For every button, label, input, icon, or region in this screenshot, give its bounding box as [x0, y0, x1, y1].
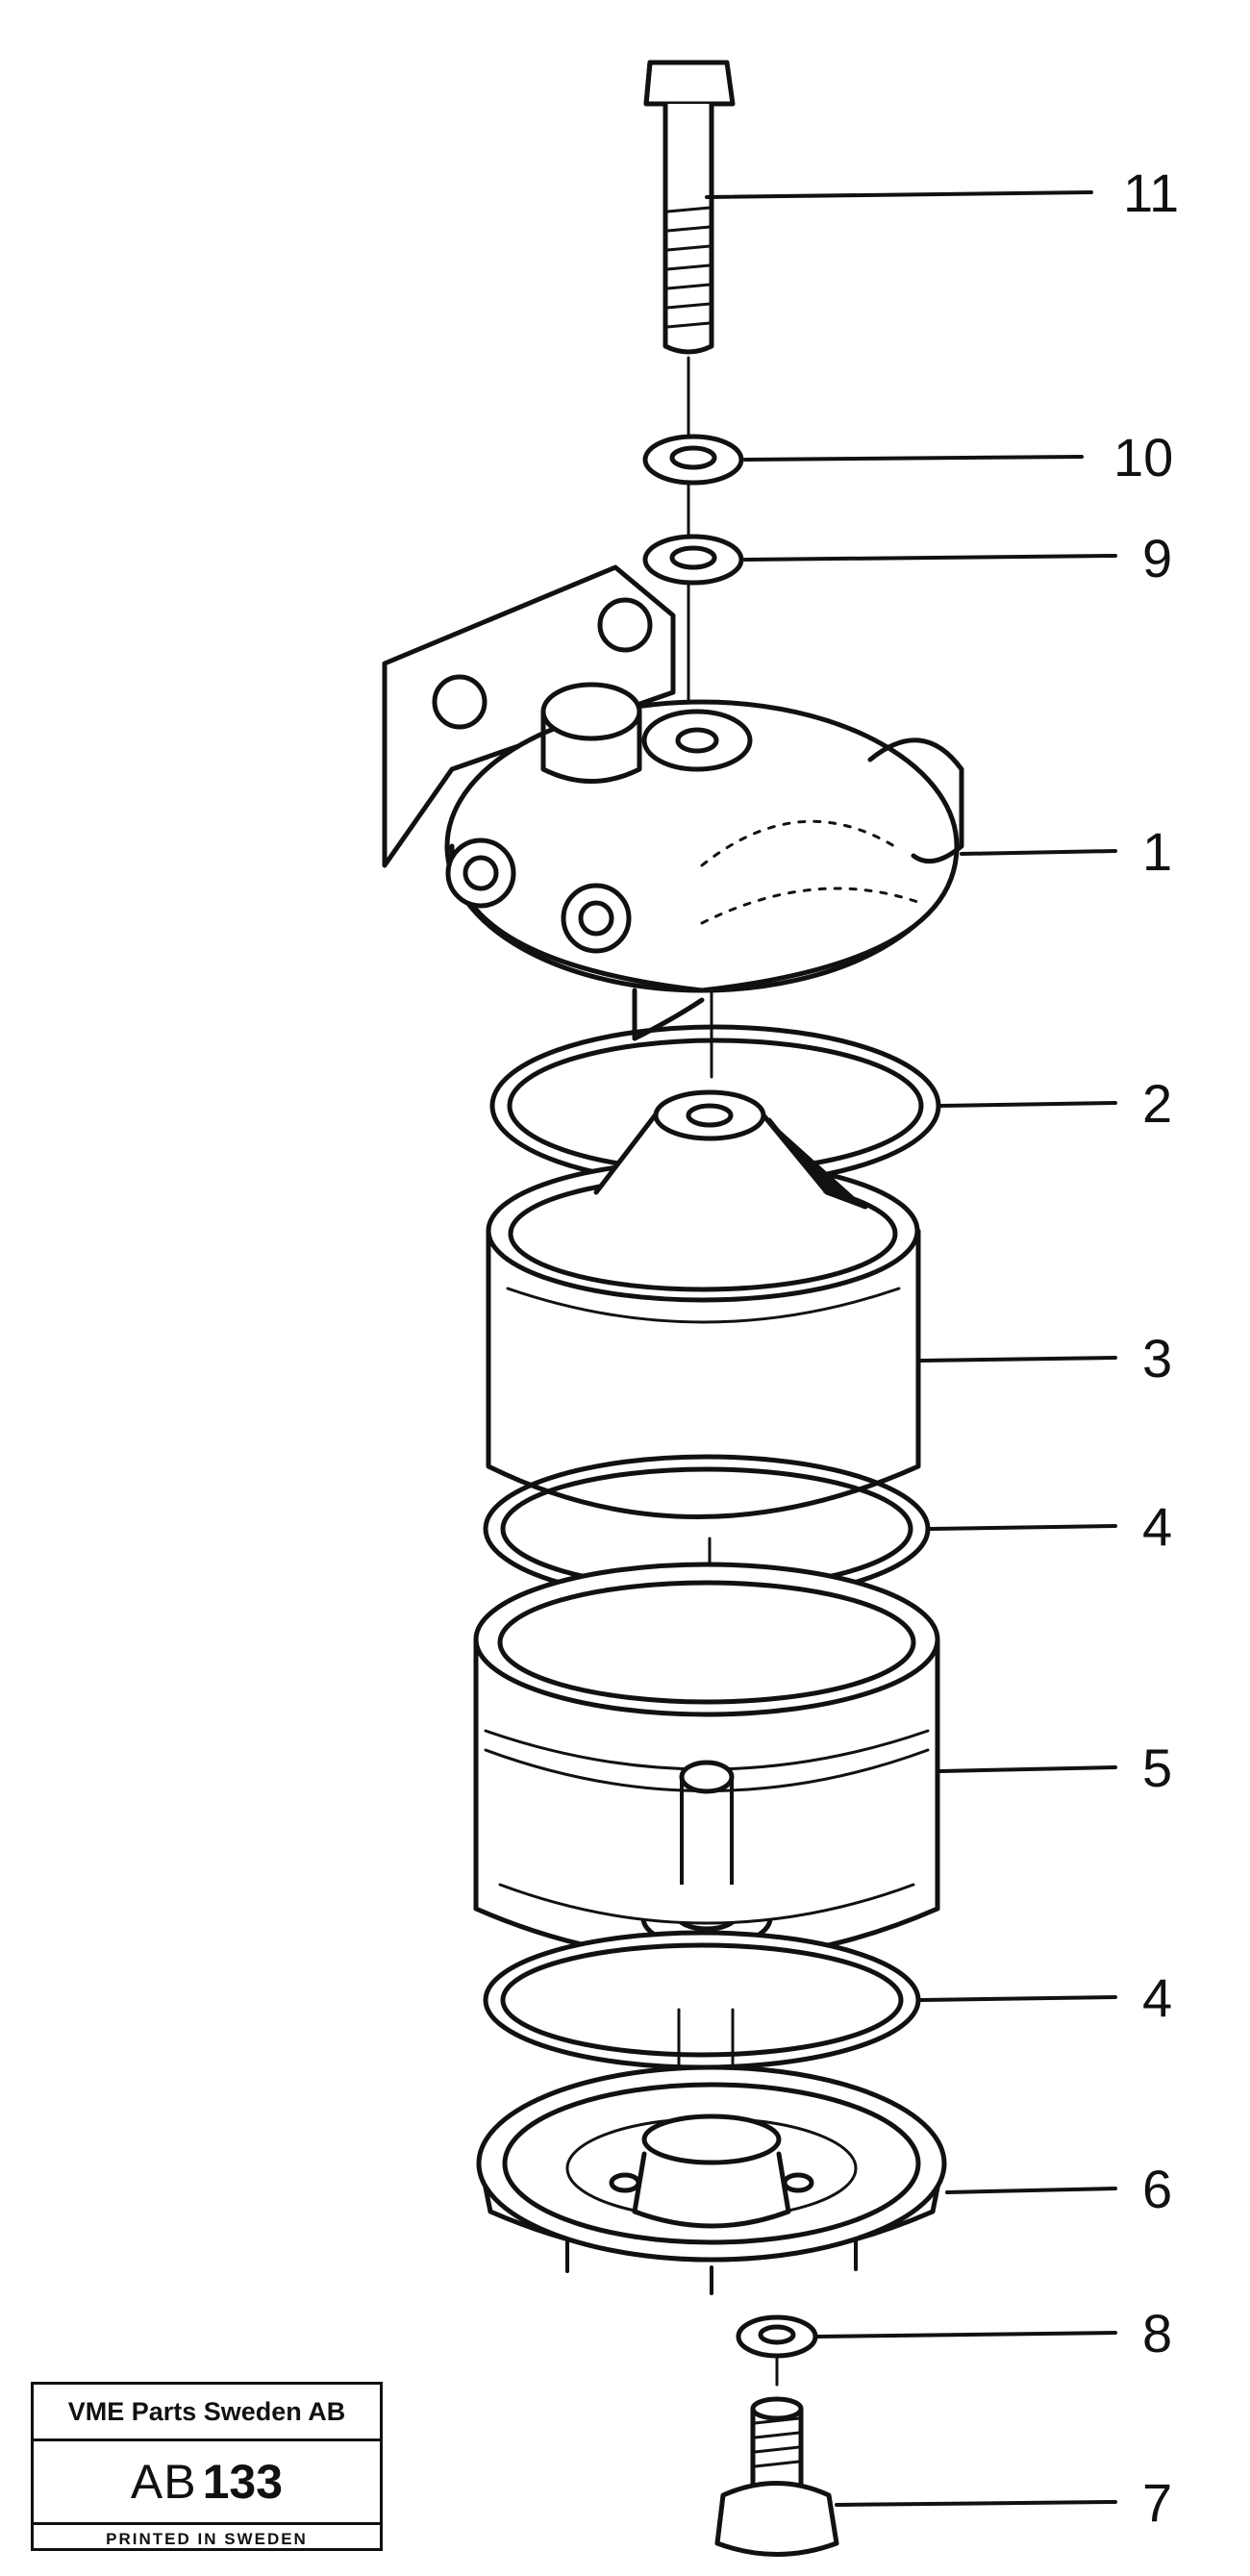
transparent-bowl-part-5: [473, 1562, 940, 1962]
callout-1: 1: [1142, 821, 1172, 882]
callout-4-lower: 4: [1142, 1967, 1172, 2028]
callout-3: 3: [1142, 1328, 1172, 1388]
callout-9: 9: [1142, 528, 1172, 588]
callout-5: 5: [1142, 1738, 1172, 1798]
stamp-printed: PRINTED IN SWEDEN: [34, 2522, 380, 2554]
callout-7: 7: [1142, 2472, 1172, 2533]
bottom-plate-part-6: [476, 2064, 947, 2387]
callout-10: 10: [1113, 427, 1173, 488]
stamp-code-prefix: AB: [130, 2455, 197, 2509]
washer-part-10: [642, 434, 744, 486]
callout-11: 11: [1123, 163, 1179, 223]
callout-8: 8: [1142, 2303, 1172, 2363]
callout-numbers: 11 10 9 1 2 3 4 5 4 6 8 7: [1113, 163, 1179, 2533]
callout-2: 2: [1142, 1073, 1172, 1134]
filter-insert-part-3: [486, 1089, 921, 1519]
stamp-code-number: 133: [202, 2455, 284, 2509]
callout-6: 6: [1142, 2159, 1172, 2219]
drain-plug-part-7: [714, 2396, 839, 2557]
filter-head-part-1: [382, 564, 964, 1041]
washer-part-8: [736, 2314, 818, 2359]
washer-part-9: [642, 534, 744, 586]
callout-4-upper: 4: [1142, 1496, 1172, 1557]
leader-lines: [705, 190, 1117, 2507]
stamp-company: VME Parts Sweden AB: [34, 2385, 380, 2441]
